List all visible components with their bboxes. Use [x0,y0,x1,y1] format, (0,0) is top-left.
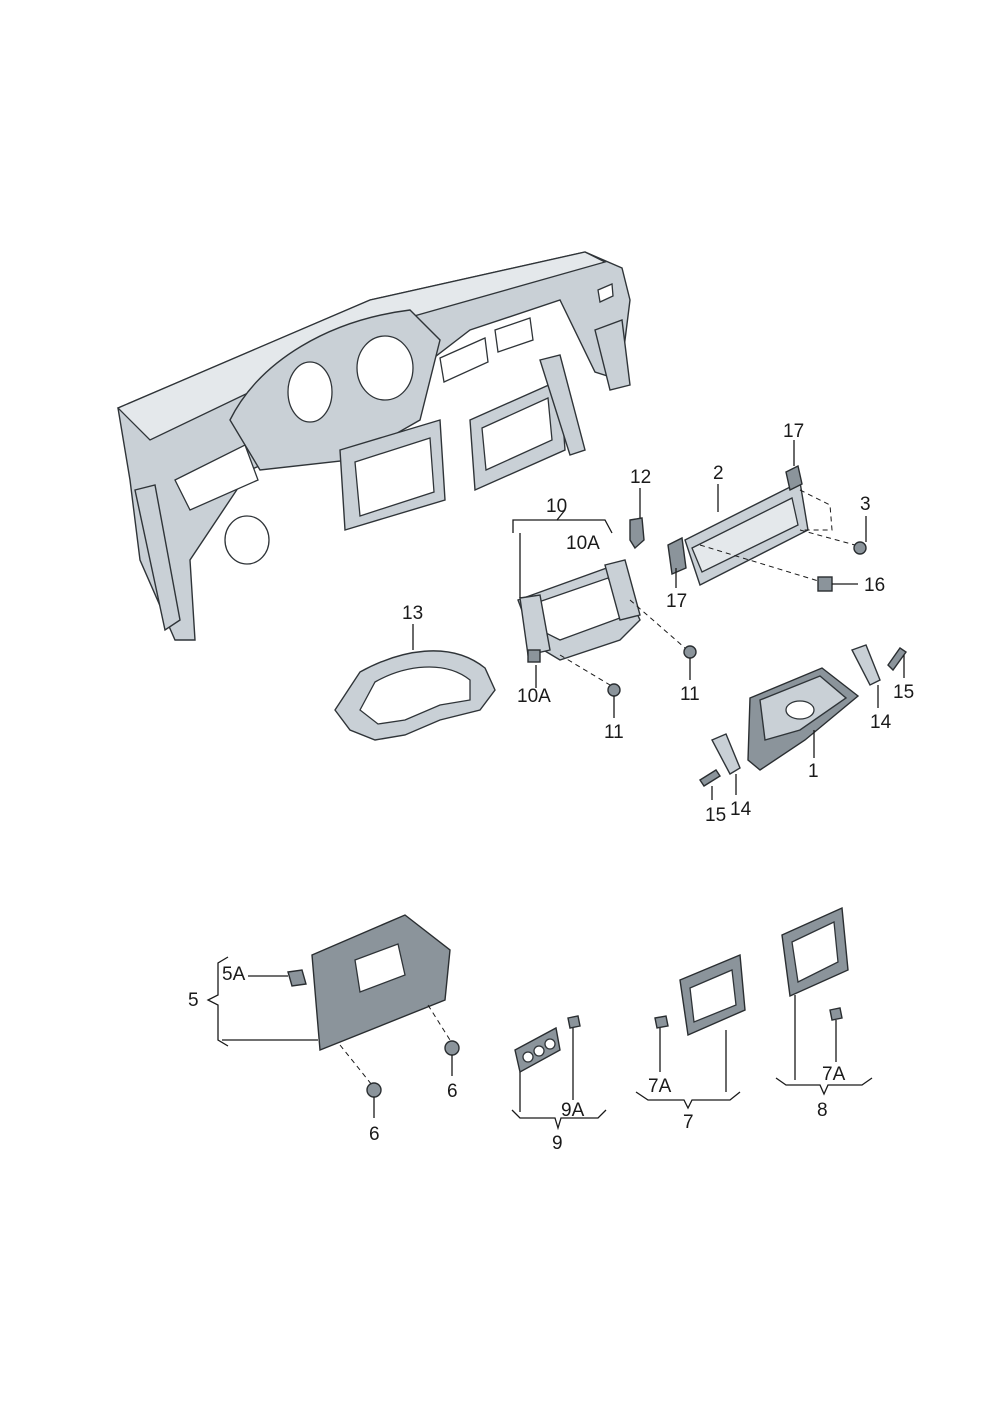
label-14b: 14 [730,799,752,820]
glovebox-1 [747,667,860,771]
label-11a: 11 [604,722,624,743]
label-5: 5 [188,990,199,1011]
clip-6b [444,1040,460,1076]
trim-frame-7 [635,953,746,1110]
label-2: 2 [713,463,724,484]
hinge-14b [711,733,741,795]
trim-frame-8 [775,906,873,1096]
label-7a-right: 7A [822,1064,846,1085]
screw-15a [887,647,907,678]
switch-bezel-9 [511,1015,607,1131]
label-10a-top: 10A [566,533,600,554]
label-6a: 6 [369,1124,380,1145]
label-6b: 6 [447,1081,458,1102]
label-3: 3 [860,494,871,515]
label-8: 8 [817,1100,828,1121]
label-1: 1 [808,761,819,782]
glovebox-reinforcement-2 [667,440,856,588]
hinge-14a [851,644,881,708]
clip-16 [817,576,858,592]
label-10a-bottom: 10A [517,686,551,707]
screw-11b [629,599,697,680]
label-15b: 15 [705,805,726,826]
clip-12 [629,488,645,550]
label-12: 12 [630,467,651,488]
label-9a: 9A [561,1100,585,1121]
dashboard-panel [116,251,631,641]
label-13: 13 [402,603,423,624]
callouts: 1 2 3 5 5A 6 6 7 7A 7A 8 9 9A 10 10A 10A… [188,421,914,1154]
label-16: 16 [864,575,885,596]
screw-15b [699,769,721,800]
label-17-top: 17 [783,421,804,442]
label-9: 9 [552,1133,563,1154]
label-11b: 11 [680,684,700,705]
center-bracket-10 [512,509,641,688]
label-17-left: 17 [666,591,687,612]
knee-panel-5 [206,914,451,1086]
label-10: 10 [546,496,567,517]
label-5a: 5A [222,964,246,985]
clip-3 [853,516,867,555]
label-15a: 15 [893,682,914,703]
label-7a-left: 7A [648,1076,672,1097]
clip-6a [366,1082,382,1118]
cluster-trim-13 [334,624,496,741]
screw-11a [559,654,621,718]
label-14a: 14 [870,712,892,733]
label-7: 7 [683,1112,694,1133]
